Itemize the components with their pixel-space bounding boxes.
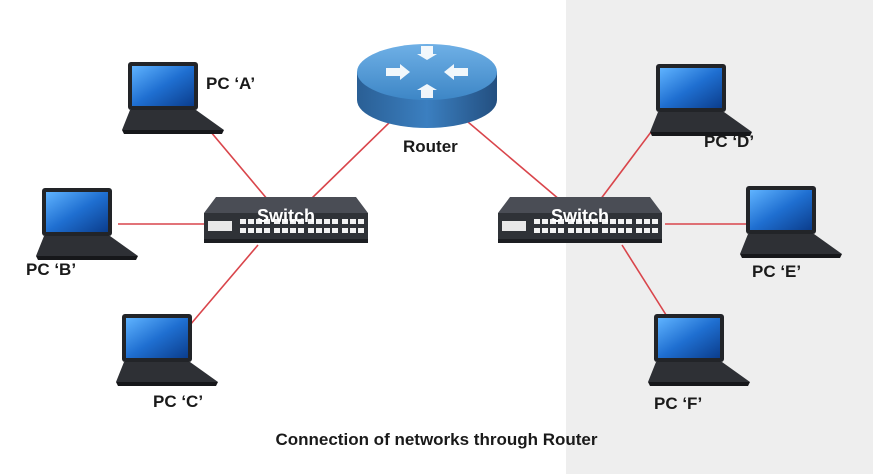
laptop-pc-a-icon bbox=[122, 62, 224, 134]
link-router-switch-left bbox=[309, 119, 393, 201]
link-switch-left-pc-a bbox=[204, 124, 269, 201]
pc-e-label: PC ‘E’ bbox=[752, 262, 802, 281]
link-switch-right-pc-d bbox=[599, 119, 661, 201]
laptop-pc-c-icon bbox=[116, 314, 218, 386]
link-switch-right-pc-f bbox=[621, 244, 669, 319]
laptop-pc-d-icon bbox=[650, 64, 752, 136]
switch-left-label: Switch bbox=[257, 206, 315, 226]
pc-b-label: PC ‘B’ bbox=[26, 260, 77, 279]
laptop-pc-e-icon bbox=[740, 186, 842, 258]
pc-a-label: PC ‘A’ bbox=[206, 74, 256, 93]
diagram-caption: Connection of networks through Router bbox=[275, 430, 598, 449]
router-icon bbox=[357, 44, 497, 128]
router-label: Router bbox=[403, 137, 458, 156]
switch-right-label: Switch bbox=[551, 206, 609, 226]
laptop-pc-f-icon bbox=[648, 314, 750, 386]
pc-d-label: PC ‘D’ bbox=[704, 132, 755, 151]
link-router-switch-right bbox=[467, 121, 561, 201]
pc-f-label: PC ‘F’ bbox=[654, 394, 703, 413]
pc-c-label: PC ‘C’ bbox=[153, 392, 204, 411]
link-switch-left-pc-c bbox=[189, 244, 259, 326]
